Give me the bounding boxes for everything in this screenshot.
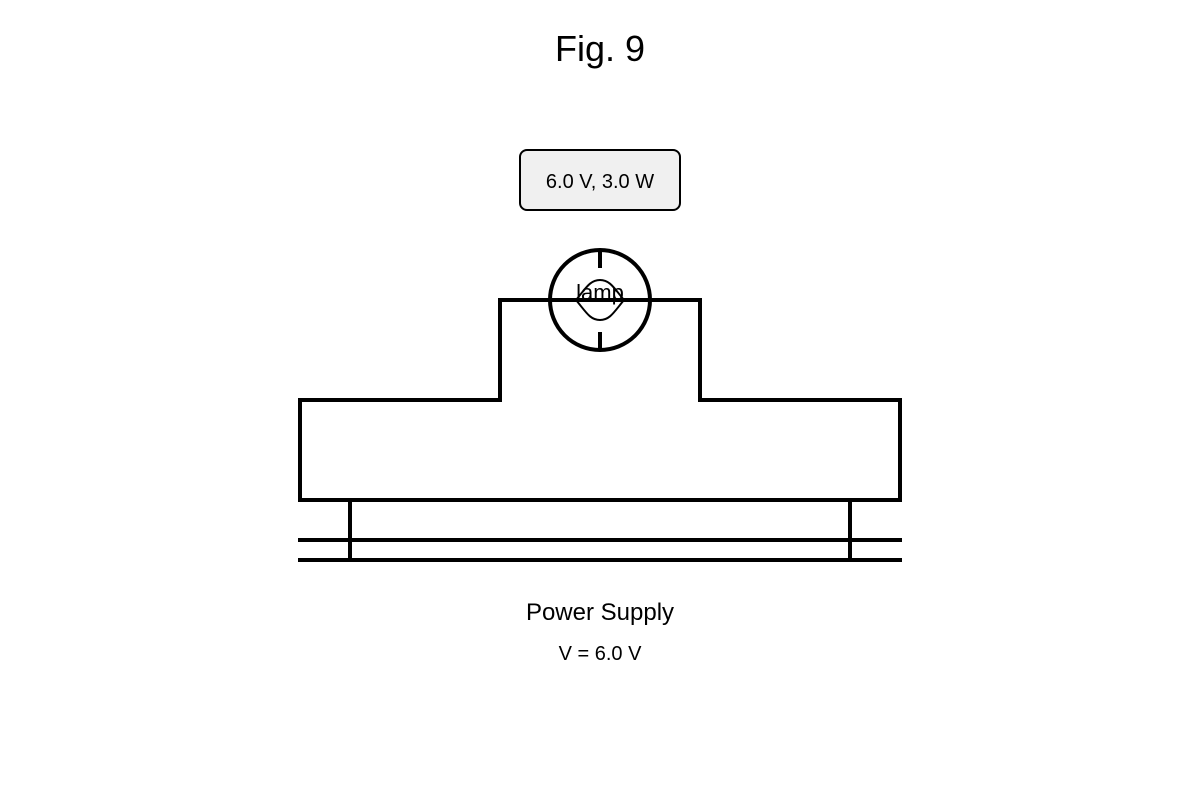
figure-title: Fig. 9 <box>555 28 645 69</box>
lamp-label: lamp <box>576 280 624 305</box>
power-supply-label: Power Supply <box>526 599 674 626</box>
lamp-rating-box: 6.0 V, 3.0 W <box>519 149 681 211</box>
lamp-filament <box>574 278 626 322</box>
circuit-wires <box>298 298 902 502</box>
lamp-rating: 6.0 V, 3.0 W <box>546 171 654 193</box>
lamp-icon: lamp <box>548 248 652 352</box>
rating-box-frame <box>519 149 681 211</box>
power-supply-voltage: V = 6.0 V <box>559 643 642 665</box>
power-supply-symbol <box>298 498 902 562</box>
lamp-circle <box>548 248 652 352</box>
